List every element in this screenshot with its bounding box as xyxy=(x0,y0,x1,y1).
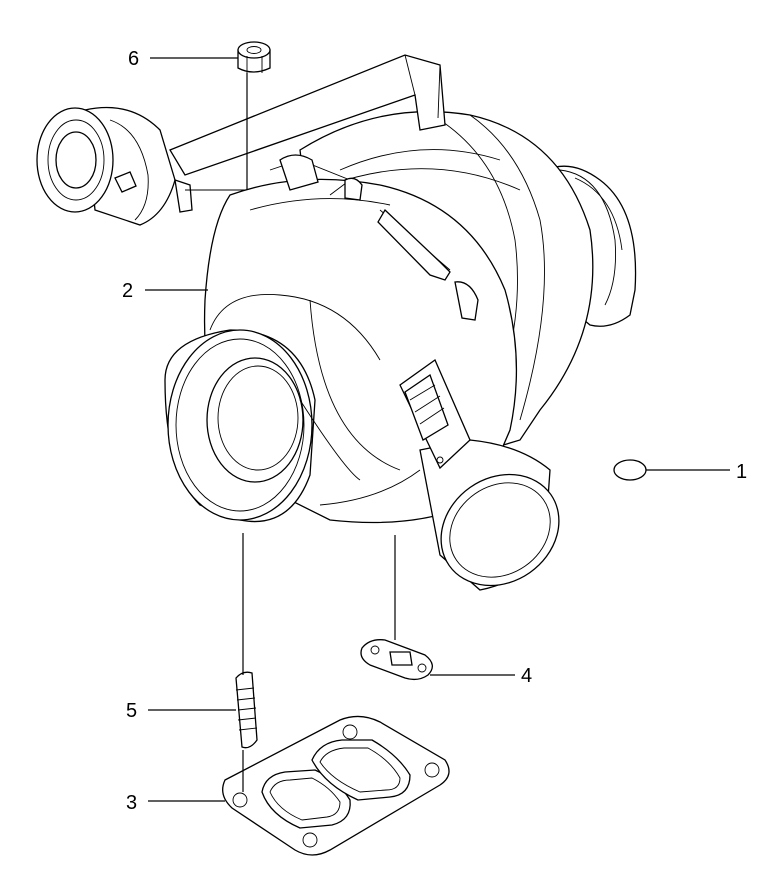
leader-lines xyxy=(145,57,730,802)
nameplate xyxy=(399,359,471,470)
compressor-inlet xyxy=(164,294,381,523)
callout-3: 3 xyxy=(126,792,137,814)
callout-6: 6 xyxy=(128,48,139,70)
part-4-gasket xyxy=(360,639,433,681)
callout-4: 4 xyxy=(521,665,532,687)
compressor-outlet xyxy=(419,439,560,591)
callout-labels: 6 2 1 4 5 3 xyxy=(122,48,747,814)
part-1-o-ring xyxy=(613,459,647,481)
wastegate-bracket xyxy=(169,54,446,176)
callout-1: 1 xyxy=(736,461,747,483)
part-6-nut xyxy=(237,41,271,73)
callout-2: 2 xyxy=(122,280,133,302)
part-5-stud xyxy=(235,671,258,749)
part-3-flange-gasket xyxy=(222,715,450,856)
wastegate-actuator xyxy=(36,106,245,226)
callout-5: 5 xyxy=(126,700,137,722)
